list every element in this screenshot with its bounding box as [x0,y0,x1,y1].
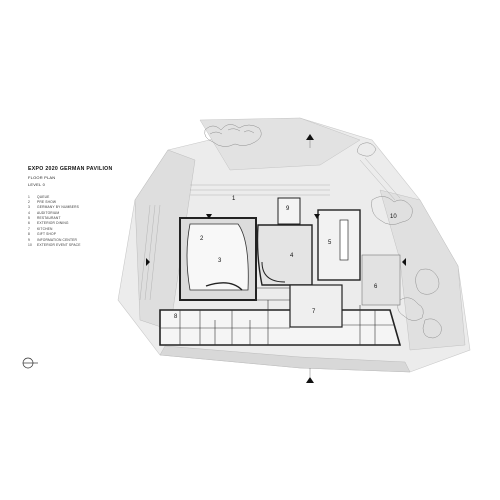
plan-label-4: 4 [290,253,294,259]
plan-label-3: 3 [218,258,222,264]
plan-subtitle: FLOOR PLAN [28,175,56,180]
restaurant-block [317,209,361,281]
plan-label-2: 2 [200,236,204,242]
auditorium-block [256,224,313,286]
plan-label-9: 9 [286,206,290,212]
plan-label-5: 5 [328,240,332,246]
plan-label-10: 10 [390,214,397,220]
site-terrace-left [134,149,196,331]
plan-labels: 1 2 3 4 5 6 7 8 9 10 [174,196,397,320]
section-markers [146,134,406,383]
plan-title: EXPO 2020 GERMAN PAVILION [28,166,113,172]
interior-partitions [160,287,395,345]
entry-arrows [206,214,320,219]
kitchen-block [289,284,343,328]
stair-core [277,197,301,225]
plan-label-8: 8 [174,314,178,320]
plan-label-7: 7 [312,309,316,315]
lower-apron [159,345,411,373]
plan-label-6: 6 [374,284,378,290]
exterior-dining-area [361,254,401,306]
plan-level: LEVEL 0 [28,181,46,187]
auditorium-curve [261,261,286,283]
building-footprint [159,309,402,346]
plan-label-1: 1 [232,196,236,202]
numbers-ramp [205,282,243,291]
pre-show-curve [186,223,249,291]
title-block: EXPO 2020 GERMAN PAVILION FLOOR PLAN LEV… [28,166,148,248]
terrace-steps [139,157,401,301]
north-arrow-icon [22,357,38,369]
vegetation [204,124,442,339]
restaurant-bar [339,219,349,261]
